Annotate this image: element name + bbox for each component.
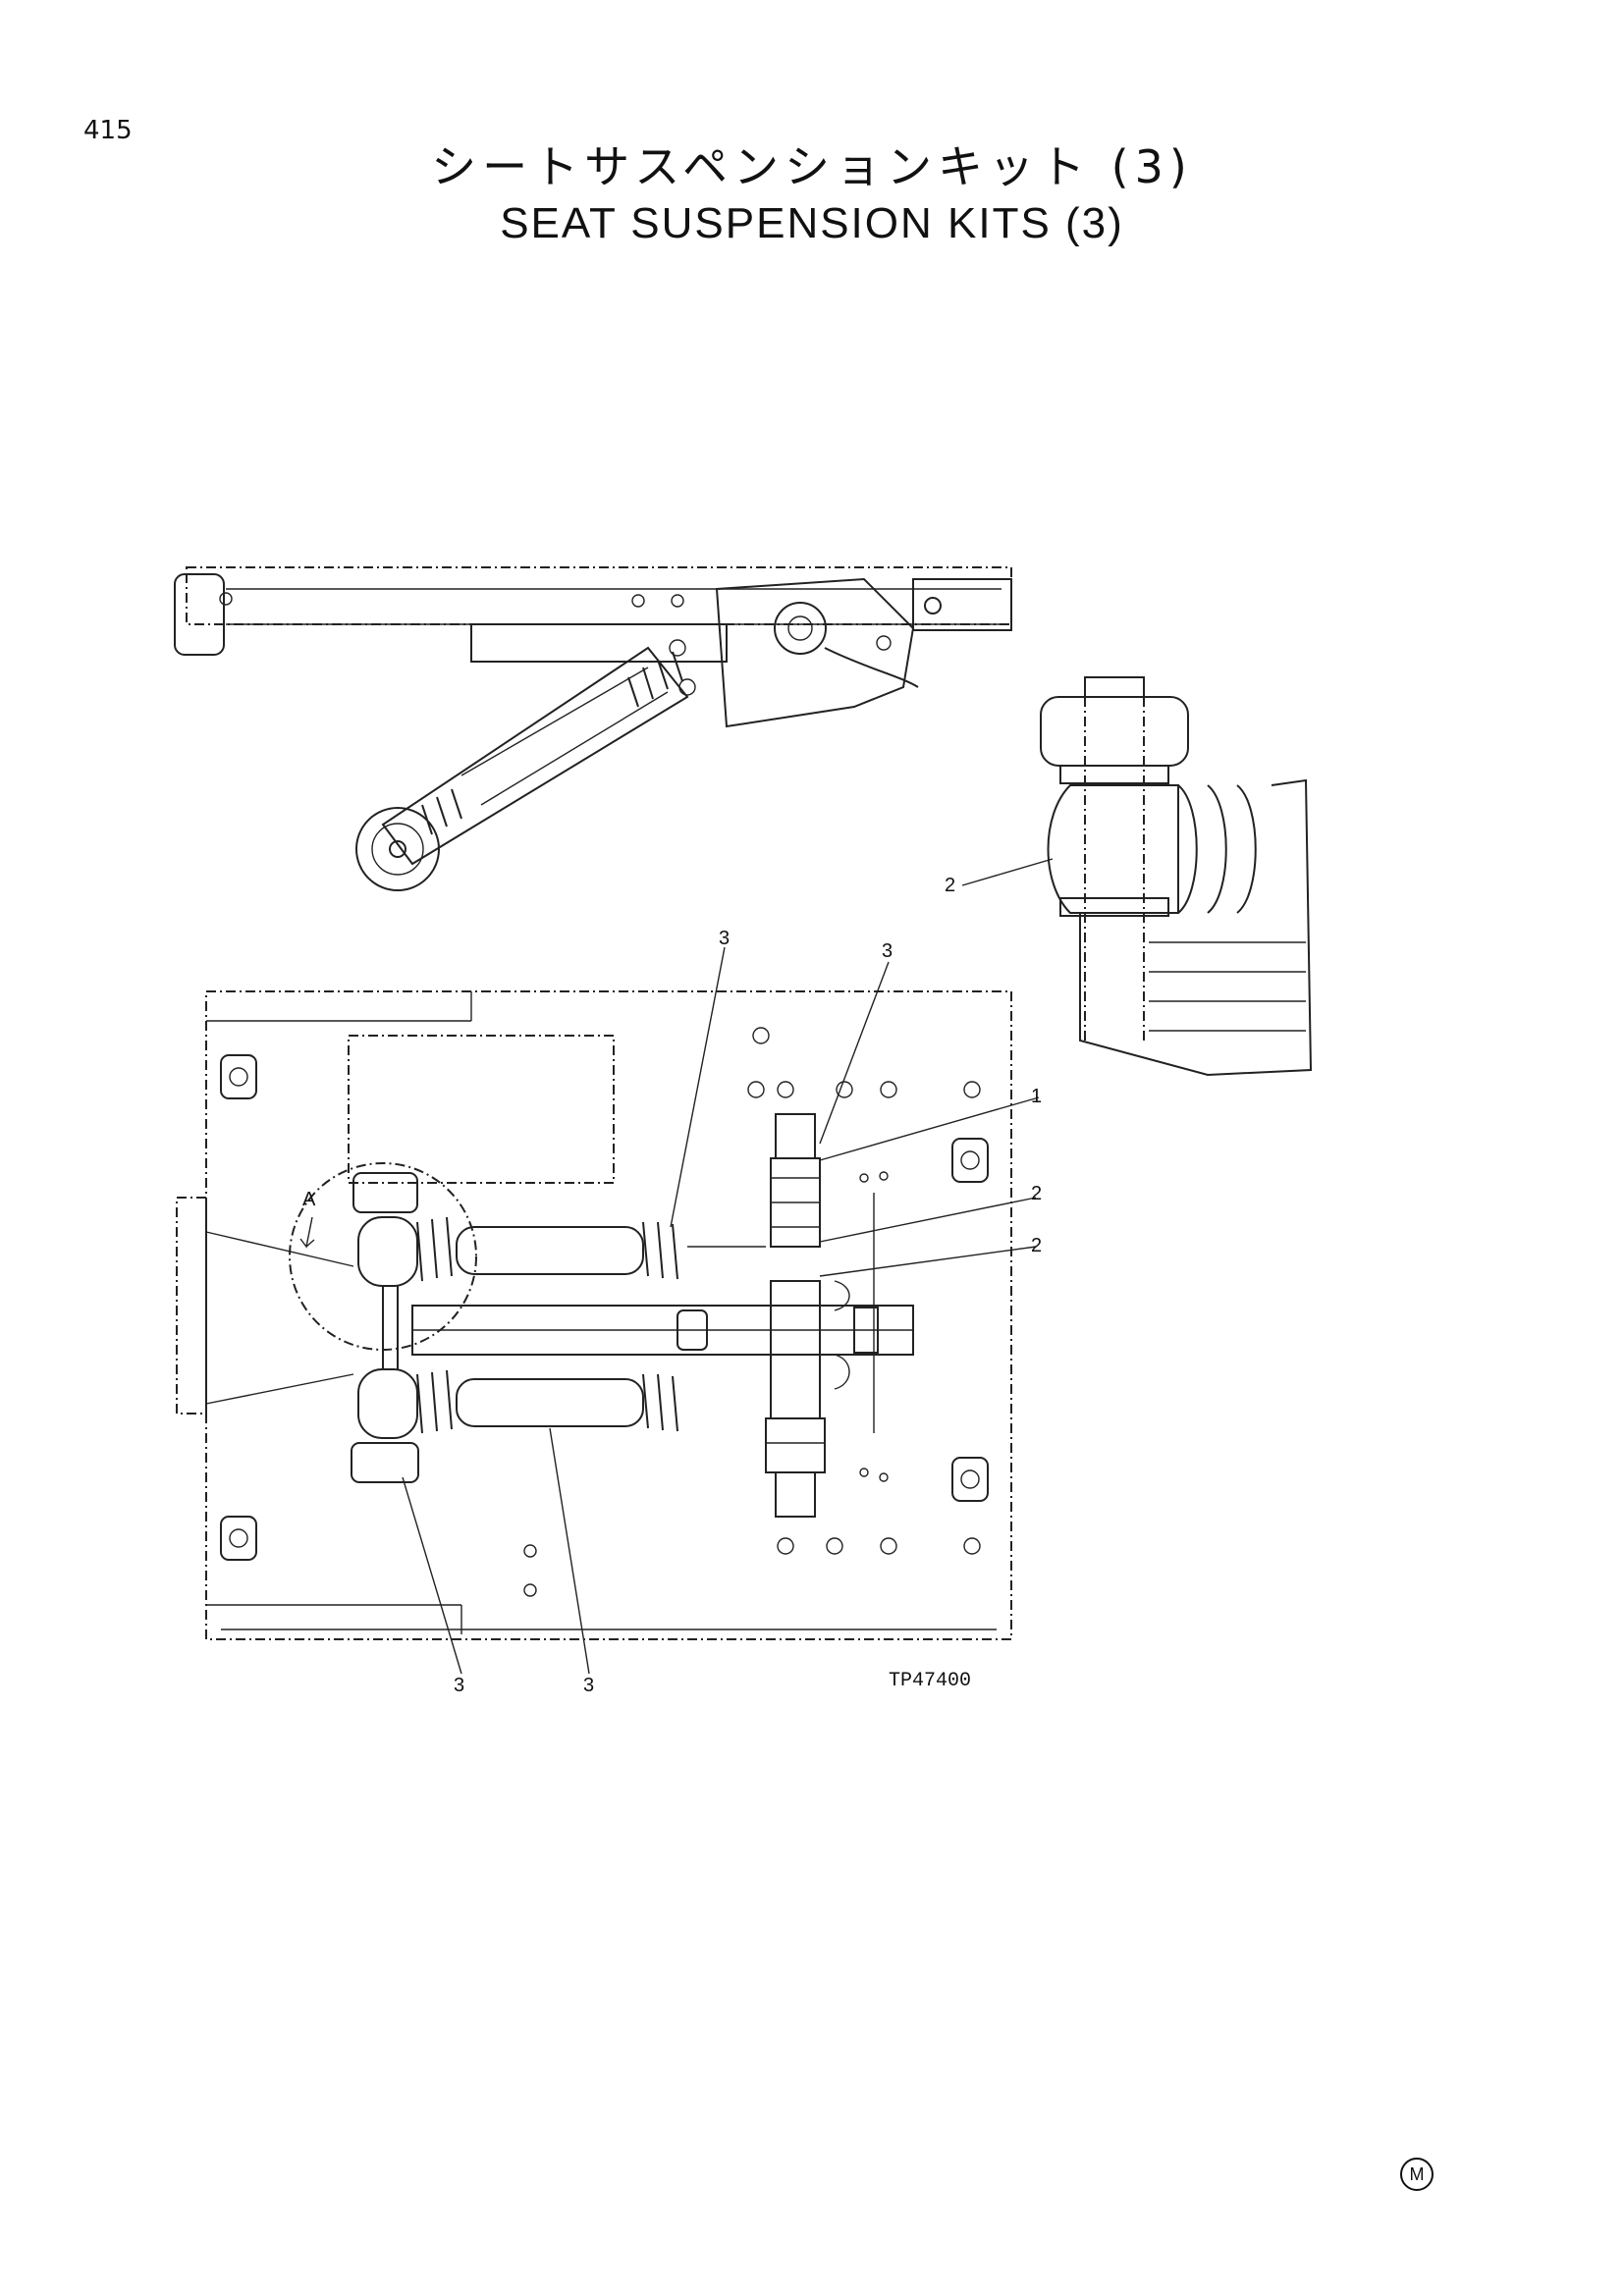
callout-2-lower: 2 xyxy=(1031,1235,1042,1256)
callout-3-top-right: 3 xyxy=(882,940,893,962)
drawing-code: TP47400 xyxy=(889,1670,971,1692)
left-bracket xyxy=(176,1162,477,1415)
title-english: SEAT SUSPENSION KITS (3) xyxy=(500,199,1124,247)
center-shaft xyxy=(382,1286,914,1369)
leader-lines xyxy=(402,858,1054,1675)
title-japanese: シートサスペンションキット (3) xyxy=(431,140,1193,193)
manufacturer-mark-icon: M xyxy=(1400,2158,1434,2191)
callout-3-bottom-right: 3 xyxy=(583,1675,594,1696)
view-label-a: A xyxy=(302,1189,316,1210)
shock-absorber-upper xyxy=(352,1172,766,1287)
callout-2-detail: 2 xyxy=(945,875,955,896)
suspension-arm xyxy=(355,639,696,891)
mounting-holes xyxy=(523,1027,981,1597)
title-block: シートサスペンションキット (3) SEAT SUSPENSION KITS (… xyxy=(0,137,1624,251)
callout-2-upper: 2 xyxy=(1031,1183,1042,1204)
seat-rail-assembly xyxy=(174,566,1012,728)
view-arrow-icon xyxy=(299,1216,315,1249)
detail-view-bellows xyxy=(1040,676,1313,1077)
callout-3-bottom-left: 3 xyxy=(454,1675,464,1696)
base-plate-assembly xyxy=(176,990,1012,1640)
callout-1: 1 xyxy=(1031,1086,1042,1107)
callout-3-top-left: 3 xyxy=(719,928,730,949)
right-damper-column xyxy=(765,1113,875,1518)
page-number: 415 xyxy=(83,116,133,145)
shock-absorber-lower xyxy=(351,1368,678,1483)
